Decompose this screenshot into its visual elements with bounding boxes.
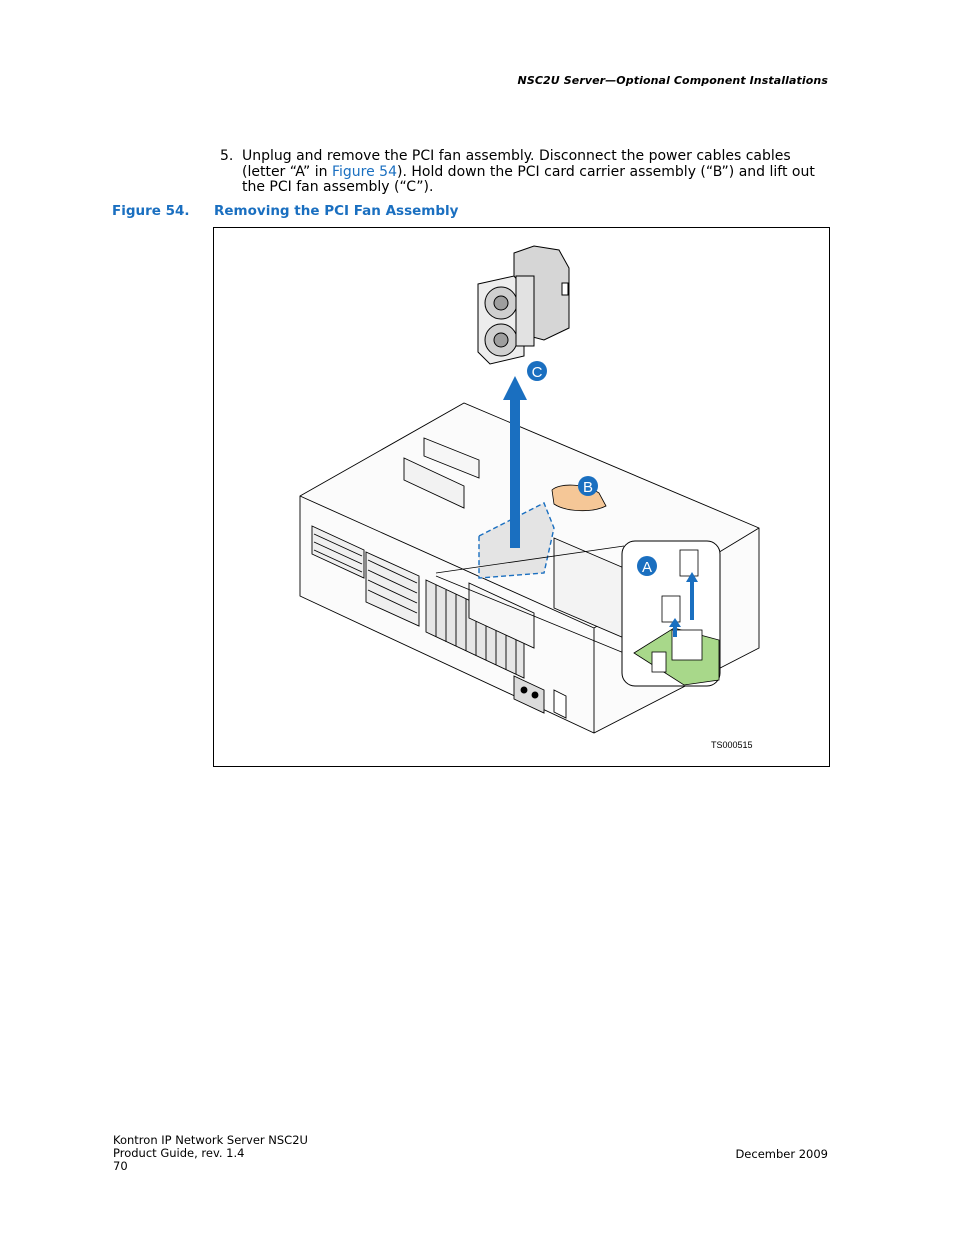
footer-left: Kontron IP Network Server NSC2U Product … — [113, 1134, 308, 1173]
figure-caption: Figure 54. Removing the PCI Fan Assembly — [112, 203, 458, 219]
page-number: 70 — [113, 1159, 128, 1173]
figure-label: Figure 54. — [112, 203, 190, 219]
callout-a: A — [637, 556, 657, 576]
figure-title: Removing the PCI Fan Assembly — [214, 203, 459, 219]
footer-product: Kontron IP Network Server NSC2U — [113, 1133, 308, 1147]
figure-link[interactable]: Figure 54 — [331, 163, 397, 180]
pci-fan-assembly — [477, 245, 570, 365]
step-text: Unplug and remove the PCI fan assembly. … — [242, 148, 832, 196]
callout-c: C — [527, 361, 547, 381]
footer-date: December 2009 — [735, 1147, 828, 1161]
footer-guide: Product Guide, rev. 1.4 — [113, 1146, 245, 1160]
callout-a-label: A — [642, 559, 652, 576]
power-connector — [661, 549, 699, 623]
step-text-end: ). Hold down the PCI card carrier assemb… — [242, 163, 815, 195]
step-number: 5. — [220, 148, 234, 164]
figure-frame: C B A TS000515 — [213, 227, 830, 767]
callout-b: B — [578, 476, 598, 496]
callout-c-label: C — [532, 364, 543, 381]
drive-bays — [311, 525, 420, 627]
running-header: NSC2U Server—Optional Component Installa… — [517, 74, 828, 87]
lift-arrow — [503, 376, 527, 548]
step-text-start: Unplug and remove the PCI fan assembly. … — [242, 148, 791, 180]
server-illustration: C B A — [299, 245, 760, 734]
callout-b-label: B — [583, 479, 593, 496]
figure-id: TS000515 — [711, 740, 753, 750]
detail-inset — [435, 540, 721, 687]
